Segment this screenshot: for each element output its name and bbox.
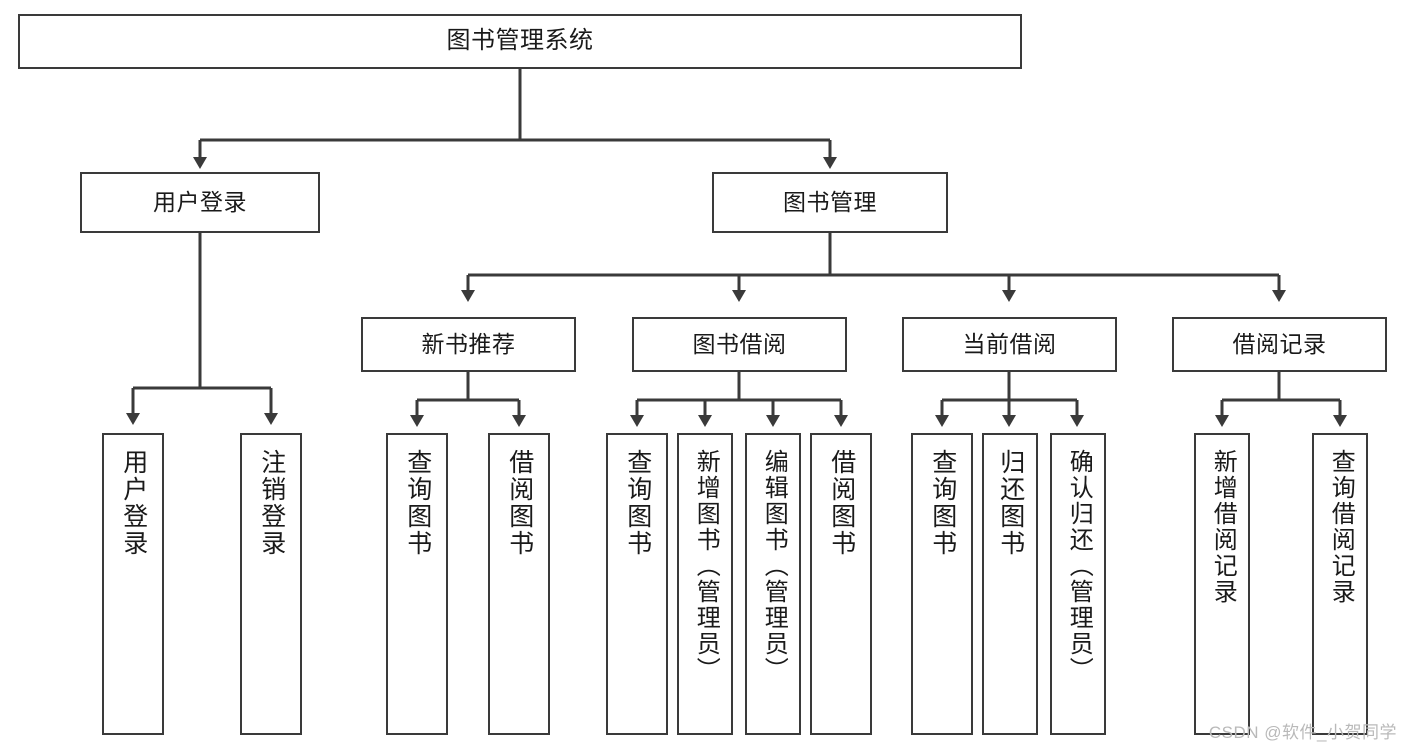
node-leaf-user-login[interactable]: 用户登录 [102,433,164,735]
node-book-manage[interactable]: 图书管理 [712,172,948,233]
node-label: 借阅图书 [827,449,856,557]
node-label: 编辑图书（管理员） [760,449,788,683]
node-leaf-query-book-current[interactable]: 查询图书 [911,433,973,735]
node-label: 注销登录 [257,449,286,557]
node-current-borrow[interactable]: 当前借阅 [902,317,1117,372]
node-borrow-record[interactable]: 借阅记录 [1172,317,1387,372]
node-book-borrow[interactable]: 图书借阅 [632,317,847,372]
node-label: 查询图书 [623,449,652,557]
node-label: 归还图书 [996,449,1025,557]
node-label: 当前借阅 [962,330,1057,357]
node-label: 新书推荐 [421,330,516,357]
node-label: 用户登录 [153,188,247,215]
node-label: 新增借阅记录 [1209,449,1237,605]
csdn-watermark: CSDN @软件_小贺同学 [1208,723,1397,742]
node-leaf-query-borrow-record[interactable]: 查询借阅记录 [1312,433,1368,735]
node-leaf-borrow-book[interactable]: 借阅图书 [810,433,872,735]
node-label: 查询图书 [928,449,957,557]
node-leaf-edit-book[interactable]: 编辑图书（管理员） [745,433,801,735]
node-label: 借阅图书 [505,449,534,557]
node-leaf-user-logout[interactable]: 注销登录 [240,433,302,735]
node-leaf-query-book-borrow[interactable]: 查询图书 [606,433,668,735]
node-label: 图书管理系统 [446,27,594,55]
node-root-book-management-system[interactable]: 图书管理系统 [18,14,1022,69]
node-leaf-add-borrow-record[interactable]: 新增借阅记录 [1194,433,1250,735]
node-new-book-recommend[interactable]: 新书推荐 [361,317,576,372]
node-leaf-return-book[interactable]: 归还图书 [982,433,1038,735]
node-label: 用户登录 [119,449,148,557]
node-label: 图书借阅 [692,330,787,357]
node-label: 查询借阅记录 [1327,449,1355,605]
node-label: 图书管理 [783,188,877,215]
node-leaf-confirm-return[interactable]: 确认归还（管理员） [1050,433,1106,735]
node-label: 新增图书（管理员） [692,449,720,683]
node-leaf-add-book[interactable]: 新增图书（管理员） [677,433,733,735]
node-label: 查询图书 [403,449,432,557]
node-user-login[interactable]: 用户登录 [80,172,320,233]
node-label: 借阅记录 [1232,330,1327,357]
node-leaf-borrow-book-recommend[interactable]: 借阅图书 [488,433,550,735]
node-leaf-query-book-recommend[interactable]: 查询图书 [386,433,448,735]
node-label: 确认归还（管理员） [1065,449,1093,683]
